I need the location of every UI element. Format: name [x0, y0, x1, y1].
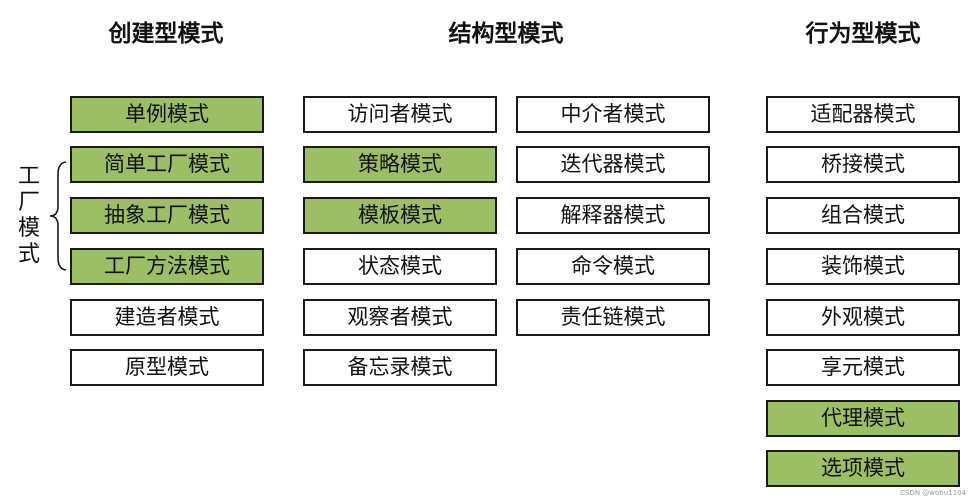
pattern-box: 工厂方法模式: [70, 248, 264, 285]
pattern-label: 建造者模式: [114, 305, 220, 329]
pattern-label: 享元模式: [821, 355, 905, 379]
pattern-box: 装饰模式: [766, 248, 960, 285]
pattern-box: 解释器模式: [516, 197, 710, 234]
pattern-label: 适配器模式: [810, 102, 916, 126]
pattern-box: 状态模式: [303, 248, 497, 285]
pattern-label: 备忘录模式: [347, 355, 453, 379]
pattern-label: 装饰模式: [821, 254, 905, 278]
pattern-box: 桥接模式: [766, 146, 960, 183]
pattern-box: 外观模式: [766, 299, 960, 336]
pattern-label: 责任链模式: [560, 305, 666, 329]
factory-group-label: 工 厂 模 式: [14, 164, 44, 268]
pattern-label: 选项模式: [821, 456, 905, 480]
pattern-box: 备忘录模式: [303, 349, 497, 386]
pattern-label: 命令模式: [571, 254, 655, 278]
factory-group-char: 模: [17, 216, 40, 241]
pattern-box: 组合模式: [766, 197, 960, 234]
pattern-box: 观察者模式: [303, 299, 497, 336]
pattern-label: 迭代器模式: [560, 152, 666, 176]
pattern-label: 观察者模式: [347, 305, 453, 329]
pattern-label: 原型模式: [125, 355, 209, 379]
pattern-box: 原型模式: [70, 349, 264, 386]
pattern-label: 访问者模式: [347, 102, 453, 126]
pattern-label: 解释器模式: [560, 203, 666, 227]
pattern-box: 选项模式: [766, 450, 960, 487]
pattern-label: 单例模式: [125, 102, 209, 126]
pattern-label: 简单工厂模式: [104, 152, 230, 176]
pattern-box: 访问者模式: [303, 96, 497, 133]
pattern-box: 抽象工厂模式: [70, 197, 264, 234]
pattern-box: 简单工厂模式: [70, 146, 264, 183]
structural-patterns-title: 结构型模式: [448, 21, 564, 47]
pattern-label: 组合模式: [821, 203, 905, 227]
pattern-box: 模板模式: [303, 197, 497, 234]
pattern-box: 责任链模式: [516, 299, 710, 336]
pattern-box: 中介者模式: [516, 96, 710, 133]
pattern-label: 策略模式: [358, 152, 442, 176]
pattern-label: 代理模式: [821, 406, 905, 430]
pattern-box: 适配器模式: [766, 96, 960, 133]
pattern-label: 状态模式: [358, 254, 442, 278]
pattern-label: 中介者模式: [560, 102, 666, 126]
pattern-label: 桥接模式: [821, 152, 905, 176]
factory-group-brace: [49, 161, 67, 271]
pattern-label: 外观模式: [821, 305, 905, 329]
behavioral-patterns-title: 行为型模式: [805, 21, 921, 47]
pattern-label: 抽象工厂模式: [104, 203, 230, 227]
factory-group-char: 工: [17, 164, 40, 189]
factory-group-char: 式: [17, 242, 40, 267]
pattern-label: 模板模式: [358, 203, 442, 227]
pattern-label: 工厂方法模式: [104, 254, 230, 278]
pattern-box: 迭代器模式: [516, 146, 710, 183]
pattern-box: 代理模式: [766, 400, 960, 437]
pattern-box: 享元模式: [766, 349, 960, 386]
pattern-box: 建造者模式: [70, 299, 264, 336]
creational-patterns-title: 创建型模式: [108, 21, 224, 47]
watermark: CSDN @wohu1104: [900, 489, 966, 497]
pattern-box: 单例模式: [70, 96, 264, 133]
pattern-box: 策略模式: [303, 146, 497, 183]
factory-group-char: 厂: [17, 190, 40, 215]
pattern-box: 命令模式: [516, 248, 710, 285]
